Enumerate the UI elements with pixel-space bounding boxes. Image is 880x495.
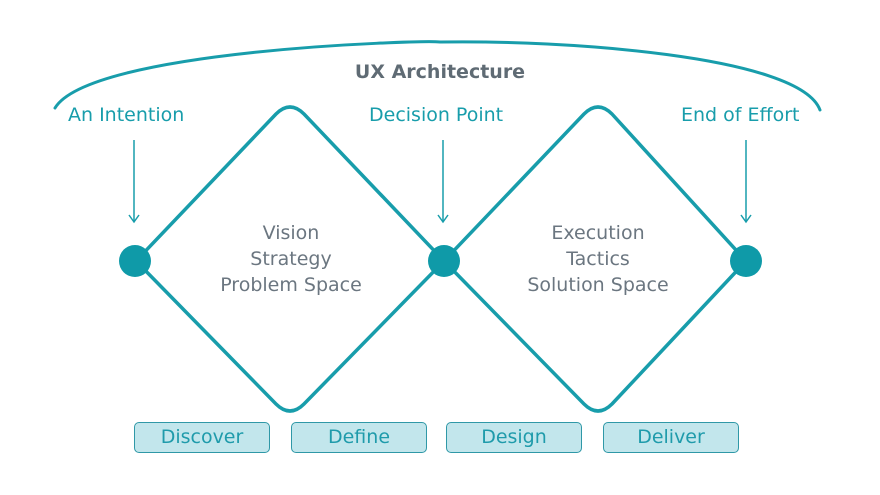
node-decision-point	[428, 245, 460, 277]
phase-design: Design	[446, 422, 582, 453]
label-decision-point: Decision Point	[369, 104, 504, 126]
text-problem-space: Problem Space	[220, 274, 362, 296]
label-end-of-effort: End of Effort	[681, 104, 800, 126]
problem-space-text: Vision Strategy Problem Space	[181, 220, 401, 298]
diagram-title: UX Architecture	[354, 61, 526, 83]
arrow-end-of-effort	[740, 140, 752, 224]
text-tactics: Tactics	[566, 248, 630, 270]
solution-space-text: Execution Tactics Solution Space	[488, 220, 708, 298]
ux-architecture-arc	[53, 40, 822, 112]
text-vision: Vision	[262, 222, 320, 244]
node-end-of-effort	[730, 245, 762, 277]
phase-discover: Discover	[134, 422, 270, 453]
phase-define: Define	[291, 422, 427, 453]
label-an-intention: An Intention	[68, 104, 185, 126]
arrow-decision-point	[437, 140, 449, 224]
text-strategy: Strategy	[250, 248, 332, 270]
node-intention	[119, 245, 151, 277]
arrow-intention	[128, 140, 140, 224]
phase-deliver: Deliver	[603, 422, 739, 453]
text-solution-space: Solution Space	[527, 274, 669, 296]
text-execution: Execution	[551, 222, 645, 244]
